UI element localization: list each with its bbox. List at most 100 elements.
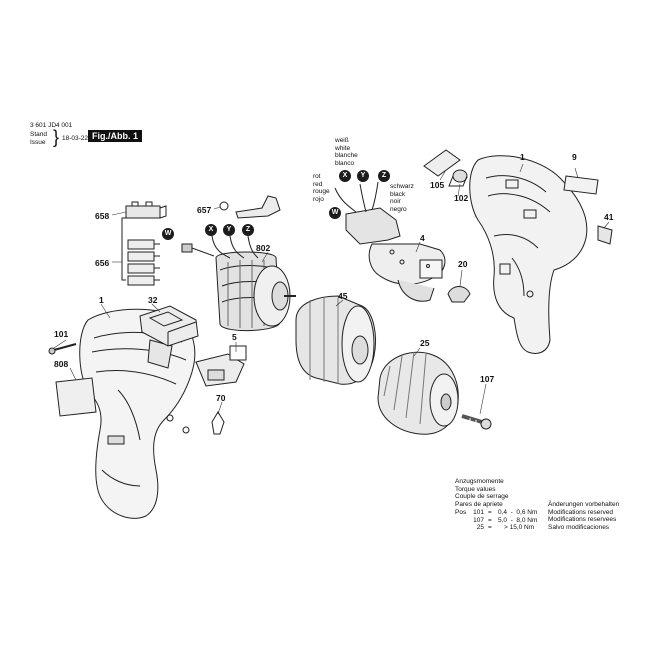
torque-row-value: > 15,0 Nm (504, 524, 535, 532)
torque-title-en: Torque values (455, 485, 496, 493)
wire-marker-y-left: Y (223, 224, 235, 236)
issue-label: Issue (30, 139, 46, 146)
wire-marker-w-top: W (329, 207, 341, 219)
part-label-656: 656 (95, 258, 110, 268)
wire-label-white-en: white (335, 144, 351, 152)
part-label-105: 105 (430, 180, 445, 190)
wire-label-black-fr: noir (390, 198, 401, 205)
part-657 (219, 195, 281, 219)
part-32 (139, 305, 199, 347)
torque-pos-label: Pos (455, 509, 467, 516)
part-20 (447, 286, 471, 303)
chuck-25 (377, 351, 459, 435)
screw-107 (461, 414, 492, 430)
knob-102 (448, 169, 468, 187)
leader-1-left (100, 303, 111, 319)
part-label-9: 9 (572, 152, 577, 162)
torque-title-fr: Couple de serrage (455, 493, 509, 501)
modifications-fr: Modifications reservees (548, 516, 617, 524)
wire-marker-z-left: Z (242, 224, 254, 236)
part-label-657: 657 (197, 205, 212, 215)
wire-z (247, 235, 259, 259)
wire-y (229, 235, 245, 259)
torque-row-eq: = (488, 524, 492, 532)
screw-101 (48, 343, 77, 355)
modifications-es: Salvo modificaciones (548, 523, 610, 531)
wire-label-black: schwarz black noir negro (390, 183, 414, 213)
torque-row: 101 = 0,4 - 0,6 Nm (472, 509, 544, 517)
modifications-notice: Änderungen vorbehalten Modifications res… (548, 501, 619, 531)
wire-black (371, 181, 379, 211)
leader-32 (151, 303, 161, 313)
doc-number: 3 601 JD4 001 (30, 122, 73, 129)
leader-808 (69, 367, 77, 381)
leader-45 (335, 299, 344, 307)
wire-marker-w-left: W (162, 228, 174, 240)
wire-label-white-fr: blanche (335, 152, 358, 159)
leader-102 (457, 183, 461, 197)
part-label-802: 802 (256, 243, 271, 253)
wire-label-red: rot red rouge rojo (313, 173, 330, 203)
torque-row-pos: 107 (473, 516, 484, 524)
part-label-25: 25 (420, 338, 430, 348)
wire-label-black-en: black (390, 190, 406, 198)
plate-105 (423, 149, 461, 177)
wire-label-red-es: rojo (313, 195, 324, 203)
wire-label-red-en: red (313, 180, 323, 188)
wire-white (359, 183, 367, 213)
part-label-32: 32 (148, 295, 158, 305)
torque-table: 101 = 0,4 - 0,6 Nm 107 = 5,0 - 8,0 Nm 25… (472, 509, 544, 532)
part-label-20: 20 (458, 259, 468, 269)
leader-25 (413, 347, 421, 357)
wire-x (211, 235, 231, 259)
torque-title-de: Anzugsmomente (455, 478, 504, 485)
part-label-4: 4 (420, 233, 425, 243)
leader-107 (479, 383, 487, 415)
leader-802 (261, 251, 269, 263)
gearbox-45 (295, 295, 376, 385)
label-9 (563, 175, 599, 195)
part-label-1-left: 1 (99, 295, 104, 305)
leader-105 (439, 169, 447, 181)
modifications-en: Modifications reserved (548, 508, 614, 516)
torque-row: 25 = > 15,0 Nm (472, 524, 544, 532)
torque-row-pos: 101 (473, 509, 484, 516)
part-label-808: 808 (54, 359, 69, 369)
wire-label-white: weiß white blanche blanco (335, 137, 358, 167)
label-41 (597, 225, 613, 245)
part-label-658: 658 (95, 211, 110, 221)
wire-label-black-de: schwarz (390, 183, 414, 190)
nameplate-808 (55, 377, 97, 417)
wire-marker-x-top: X (339, 170, 351, 182)
torque-row-eq: = (488, 516, 492, 524)
part-label-5: 5 (232, 332, 237, 342)
part-5 (195, 345, 247, 387)
torque-row-eq: = (488, 509, 492, 516)
leader-658 (111, 211, 127, 216)
torque-row-value: 0,4 - 0,6 Nm (498, 509, 538, 516)
part-label-102: 102 (454, 193, 469, 203)
brace-icon: } (53, 127, 60, 147)
part-70 (211, 411, 225, 435)
wire-marker-z-top: Z (378, 170, 390, 182)
leader-20 (459, 269, 463, 287)
wire-marker-x-left: X (205, 224, 217, 236)
part-label-41: 41 (604, 212, 614, 222)
electronics-module-4 (345, 207, 446, 302)
wire-label-white-de: weiß (335, 137, 349, 144)
leader-9 (574, 167, 579, 179)
leader-657 (213, 206, 221, 210)
wire-red (334, 187, 357, 213)
part-label-107: 107 (480, 374, 495, 384)
leader-101 (53, 339, 67, 349)
wire-label-red-fr: rouge (313, 188, 330, 195)
bracket-656-658 (121, 217, 126, 281)
part-656 (127, 239, 160, 286)
modifications-de: Änderungen vorbehalten (548, 501, 620, 508)
wire-label-white-es: blanco (335, 159, 355, 167)
wire-label-red-de: rot (313, 173, 321, 180)
torque-row-value: 5,0 - 8,0 Nm (498, 516, 538, 524)
torque-title: Anzugsmomente Torque values Couple de se… (455, 478, 508, 508)
part-label-45: 45 (338, 291, 348, 301)
